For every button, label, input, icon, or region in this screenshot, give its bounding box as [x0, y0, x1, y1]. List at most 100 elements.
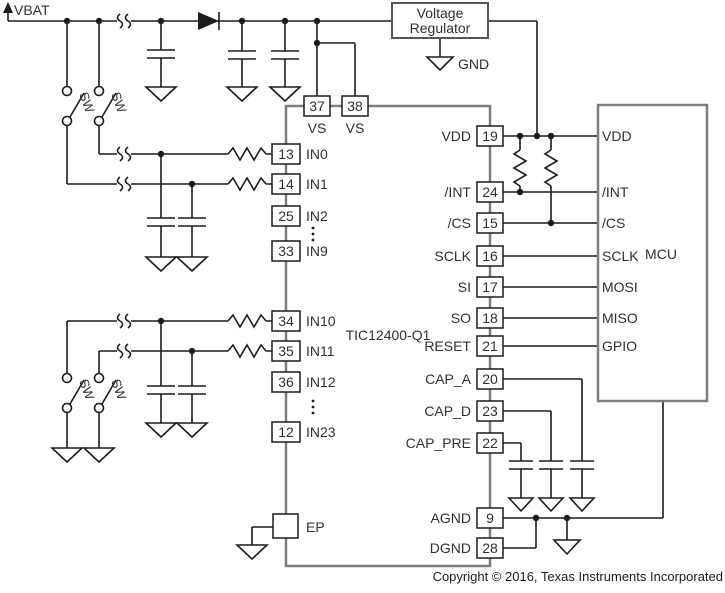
- junction-dot: [563, 514, 571, 522]
- pin-label: SCLK: [434, 248, 471, 264]
- junction-dot: [516, 132, 524, 140]
- svg-text:21: 21: [482, 338, 498, 354]
- ground-icon: [552, 539, 582, 556]
- pin-int: 24 /INT: [445, 181, 504, 203]
- svg-text:13: 13: [278, 146, 294, 162]
- diode-icon: [198, 12, 220, 30]
- junction-dot: [63, 17, 71, 25]
- vbat-arrow-icon: [3, 2, 13, 21]
- ground-icon: [143, 422, 179, 439]
- regulator-label-line2: Regulator: [410, 20, 471, 36]
- svg-text:18: 18: [482, 310, 498, 326]
- pin-label: CAP_A: [425, 371, 472, 387]
- ground-symbols: [49, 56, 596, 561]
- pin-label: CAP_PRE: [406, 435, 471, 451]
- switch-label: SW: [76, 377, 98, 402]
- pin-label: DGND: [430, 540, 471, 556]
- mcu-name-label: MCU: [645, 246, 677, 262]
- switch-label: SW: [108, 377, 130, 402]
- mcu-pin-label-sclk: SCLK: [602, 248, 639, 264]
- capacitor-icon: [178, 351, 206, 423]
- junction-dot: [516, 188, 524, 196]
- switch-label: SW: [76, 90, 98, 115]
- resistor-icon: [543, 149, 559, 187]
- regulator-label-line1: Voltage: [417, 5, 464, 21]
- svg-text:35: 35: [278, 343, 294, 359]
- pin-label: AGND: [431, 510, 471, 526]
- mcu-pin-label-mosi: MOSI: [602, 279, 638, 295]
- svg-text:20: 20: [482, 371, 498, 387]
- svg-text:15: 15: [482, 215, 498, 231]
- svg-text:36: 36: [278, 374, 294, 390]
- svg-text:34: 34: [278, 313, 294, 329]
- pin-cs: 15 /CS: [448, 212, 504, 234]
- capacitor-icon: [178, 184, 206, 257]
- switch-icon: SW: [93, 85, 130, 127]
- break-mark: [116, 146, 132, 162]
- ground-icon: [234, 544, 270, 561]
- break-mark: [116, 313, 132, 329]
- junction-dot: [547, 132, 555, 140]
- pin-cap-d: 23 CAP_D: [424, 400, 504, 422]
- ground-icon: [224, 86, 260, 103]
- svg-text:28: 28: [482, 540, 498, 556]
- pin-ep: EP: [272, 513, 325, 539]
- mcu-pin-label-cs: /CS: [602, 215, 625, 231]
- junction-dot: [157, 317, 165, 325]
- svg-text:23: 23: [482, 403, 498, 419]
- capacitors: [147, 21, 594, 498]
- capacitor-icon: [147, 154, 175, 257]
- switches: SW SW SW SW: [61, 85, 130, 414]
- ground-icon: [507, 497, 535, 513]
- pin-label: SO: [451, 310, 471, 326]
- svg-text:19: 19: [482, 128, 498, 144]
- pin-label: IN2: [306, 208, 328, 224]
- pin-label: /INT: [445, 184, 472, 200]
- ground-icon: [49, 447, 85, 464]
- junction-dot: [188, 347, 196, 355]
- svg-text:14: 14: [278, 176, 294, 192]
- copyright-text: Copyright © 2016, Texas Instruments Inco…: [433, 569, 723, 584]
- pin-in2: 25 IN2: [271, 205, 328, 227]
- resistor-icon: [227, 343, 267, 359]
- ground-icon: [81, 447, 117, 464]
- capacitor-icon: [228, 21, 256, 87]
- junction-dot: [157, 17, 165, 25]
- svg-text:22: 22: [482, 435, 498, 451]
- chip-name-label: TIC12400-Q1: [346, 327, 431, 343]
- pin-cap-a: 20 CAP_A: [425, 368, 504, 390]
- voltage-regulator-box: Voltage Regulator: [391, 2, 489, 39]
- ground-icon: [143, 256, 179, 273]
- svg-text:12: 12: [278, 424, 294, 440]
- ground-icon: [537, 497, 565, 513]
- junction-dot: [313, 17, 321, 25]
- junction-dot: [532, 514, 540, 522]
- mcu-pin-label-gpio: GPIO: [602, 338, 637, 354]
- switch-icon: SW: [61, 372, 98, 414]
- resistor-icon: [227, 313, 267, 329]
- vbat-label: VBAT: [14, 2, 50, 18]
- pin-reset: 21 RESET: [424, 335, 504, 357]
- pin-in11: 35 IN11: [271, 340, 335, 362]
- capacitor-icon: [570, 460, 594, 498]
- ground-icon: [425, 56, 455, 72]
- capacitor-icon: [539, 460, 563, 498]
- pin-label: IN23: [306, 424, 336, 440]
- pin-label: CAP_D: [424, 403, 471, 419]
- mcu-pin-label-miso: MISO: [602, 310, 638, 326]
- regulator-gnd-label: GND: [458, 56, 489, 72]
- junction-dot: [188, 180, 196, 188]
- pin-label: IN12: [306, 374, 336, 390]
- junction-dot: [313, 39, 321, 47]
- svg-text:9: 9: [486, 510, 494, 526]
- junction-dot: [157, 150, 165, 158]
- mcu-pin-label-int: /INT: [602, 184, 629, 200]
- pin-in10: 34 IN10: [271, 310, 336, 332]
- junction-dot: [533, 132, 541, 140]
- svg-text:24: 24: [482, 184, 498, 200]
- pin-label: VDD: [441, 128, 471, 144]
- pin-label: IN0: [306, 146, 328, 162]
- switch-label: SW: [108, 90, 130, 115]
- pin-in0: 13 IN0: [271, 143, 328, 165]
